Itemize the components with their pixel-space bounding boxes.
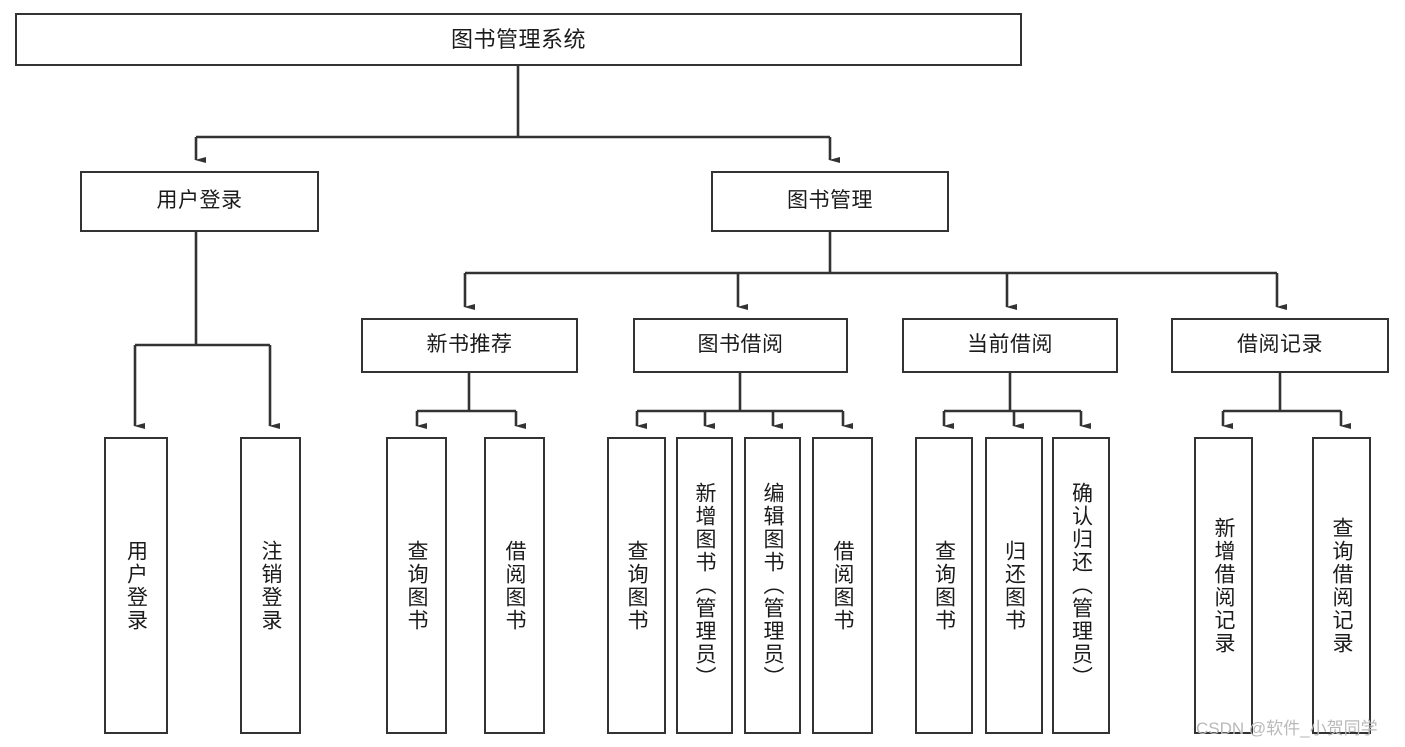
node-user-login[interactable]: 用户登录 <box>80 171 319 232</box>
leaf-query-book-borrow[interactable]: 查询图书 <box>607 437 666 734</box>
leaf-borrow-book-recommend[interactable]: 借阅图书 <box>484 437 545 734</box>
leaf-user-login[interactable]: 用户登录 <box>104 437 168 734</box>
node-book-management-label: 图书管理 <box>787 189 873 213</box>
leaf-query-book-borrow-label: 查询图书 <box>625 539 648 632</box>
leaf-query-borrow-record-label: 查询借阅记录 <box>1330 516 1353 655</box>
leaf-add-book-admin-label: 新增图书（管理员） <box>693 482 716 689</box>
node-book-borrow[interactable]: 图书借阅 <box>633 318 848 373</box>
node-borrow-records-label: 借阅记录 <box>1237 333 1323 357</box>
leaf-query-book-recommend-label: 查询图书 <box>405 539 428 632</box>
leaf-logout-label: 注销登录 <box>259 539 282 632</box>
leaf-query-book-current-label: 查询图书 <box>932 539 956 632</box>
leaf-edit-book-admin[interactable]: 编辑图书（管理员） <box>744 437 801 734</box>
node-current-borrow-label: 当前借阅 <box>967 333 1053 357</box>
leaf-add-borrow-record[interactable]: 新增借阅记录 <box>1194 437 1253 734</box>
node-root[interactable]: 图书管理系统 <box>15 13 1022 66</box>
node-book-borrow-label: 图书借阅 <box>697 333 784 357</box>
node-new-book-recommend-label: 新书推荐 <box>426 333 513 357</box>
node-book-management[interactable]: 图书管理 <box>711 171 949 232</box>
leaf-user-login-label: 用户登录 <box>124 539 148 632</box>
leaf-return-book[interactable]: 归还图书 <box>985 437 1043 734</box>
leaf-confirm-return-admin-label: 确认归还（管理员） <box>1069 482 1093 689</box>
leaf-borrow-book[interactable]: 借阅图书 <box>812 437 873 734</box>
leaf-edit-book-admin-label: 编辑图书（管理员） <box>761 482 784 689</box>
leaf-add-borrow-record-label: 新增借阅记录 <box>1212 516 1235 655</box>
leaf-logout[interactable]: 注销登录 <box>240 437 301 734</box>
leaf-borrow-book-recommend-label: 借阅图书 <box>503 539 526 632</box>
leaf-return-book-label: 归还图书 <box>1002 539 1026 632</box>
leaf-confirm-return-admin[interactable]: 确认归还（管理员） <box>1052 437 1110 734</box>
node-borrow-records[interactable]: 借阅记录 <box>1171 318 1389 373</box>
leaf-query-book-recommend[interactable]: 查询图书 <box>386 437 447 734</box>
node-root-label: 图书管理系统 <box>450 26 586 52</box>
node-user-login-label: 用户登录 <box>156 189 243 213</box>
leaf-query-borrow-record[interactable]: 查询借阅记录 <box>1312 437 1371 734</box>
leaf-add-book-admin[interactable]: 新增图书（管理员） <box>676 437 733 734</box>
leaf-query-book-current[interactable]: 查询图书 <box>915 437 973 734</box>
leaf-borrow-book-label: 借阅图书 <box>831 539 854 632</box>
node-current-borrow[interactable]: 当前借阅 <box>902 318 1118 373</box>
node-new-book-recommend[interactable]: 新书推荐 <box>361 318 578 373</box>
watermark-text: CSDN @软件_小贺同学 <box>1196 719 1378 738</box>
